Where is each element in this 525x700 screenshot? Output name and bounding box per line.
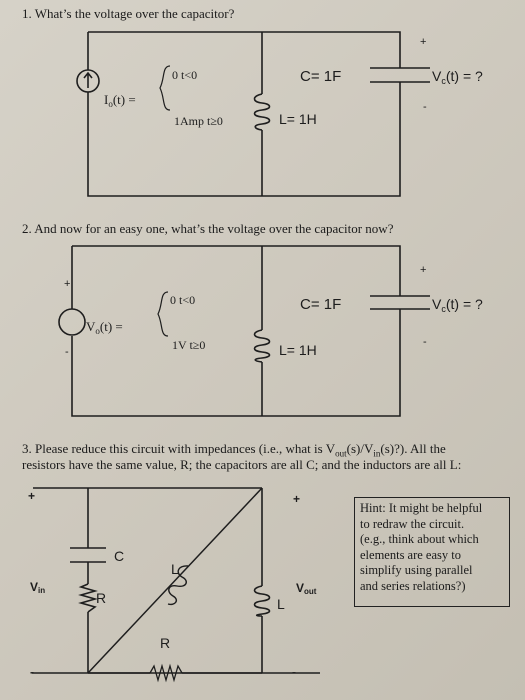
circuit-3-inductor-diagonal: [167, 565, 189, 606]
circuit-2-source-label: Vo(t) =: [86, 319, 123, 336]
circuit-3-vout-label: Vout: [296, 581, 317, 596]
circuit-2-voltage-source: [58, 308, 86, 336]
circuit-3-vin-minus: -: [30, 665, 34, 679]
circuit-1-source-label: Io(t) =: [104, 92, 136, 109]
circuit-2-case-top: 0 t<0: [170, 293, 195, 307]
circuit-3-resistor-bottom-label: R: [160, 635, 170, 651]
circuit-2-inductor-coil: [253, 329, 271, 363]
hint-line: to redraw the circuit.: [360, 516, 465, 531]
circuit-1-case-top: 0 t<0: [172, 68, 197, 82]
circuit-3-resistor-bottom: [149, 663, 183, 683]
hint-line: (e.g., think about which: [360, 532, 479, 546]
circuit-2-piecewise-brace: [157, 291, 169, 337]
circuit-1-wires: [87, 31, 430, 197]
circuit-3-vin-label: Vin: [30, 580, 45, 595]
circuit-3-resistor-r: [78, 583, 98, 613]
circuit-2-source-plus: +: [64, 278, 70, 290]
circuit-3-vout-minus: -: [292, 665, 296, 679]
circuit-1-plus: +: [420, 36, 426, 48]
circuit-1-inductor-coil: [253, 93, 271, 131]
circuit-1-piecewise-brace: [159, 65, 171, 111]
circuit-1-minus: -: [423, 101, 427, 113]
circuit-3-inductor-right-label: L: [277, 596, 285, 612]
circuit-3-capacitor-label: C: [114, 548, 124, 564]
circuit-2-case-bottom: 1V t≥0: [172, 338, 205, 352]
circuit-3-resistor-label: R: [96, 590, 106, 606]
circuit-1-vc-label: Vc(t) = ?: [432, 68, 483, 86]
question-3-line-1: 3. Please reduce this circuit with imped…: [22, 441, 446, 459]
circuit-2-wires: [71, 245, 430, 417]
circuit-2-inductor-label: L= 1H: [279, 342, 317, 358]
circuit-2-minus: -: [423, 336, 427, 348]
circuit-1-inductor-label: L= 1H: [279, 111, 317, 127]
circuit-3-inductor-right: [253, 585, 271, 617]
question-1-title: 1. What’s the voltage over the capacitor…: [22, 6, 235, 21]
circuit-1-current-source: [76, 69, 100, 93]
circuit-2-capacitor-label: C= 1F: [300, 296, 341, 313]
question-2-title: 2. And now for an easy one, what’s the v…: [22, 221, 394, 236]
circuit-3-vout-plus: +: [293, 492, 300, 506]
circuit-1-capacitor-label: C= 1F: [300, 68, 341, 85]
circuit-1-case-bottom: 1Amp t≥0: [174, 114, 223, 128]
circuit-2-vc-label: Vc(t) = ?: [432, 296, 483, 314]
circuit-2-plus: +: [420, 264, 426, 276]
hint-box: Hint: It might be helpful to redraw the …: [354, 497, 510, 607]
circuit-3-vin-plus: +: [28, 489, 35, 503]
circuit-2-source-minus: -: [65, 346, 69, 358]
hint-line: elements are easy to: [360, 547, 461, 562]
circuit-3-wires: [32, 487, 320, 674]
circuit-3-inductor-diagonal-label: L: [171, 561, 179, 577]
hint-line: Hint: It might be helpful: [360, 501, 483, 515]
question-3-line-2: resistors have the same value, R; the ca…: [22, 457, 462, 472]
hint-line: simplify using parallel: [360, 563, 473, 577]
hint-line: and series relations?): [360, 578, 466, 593]
